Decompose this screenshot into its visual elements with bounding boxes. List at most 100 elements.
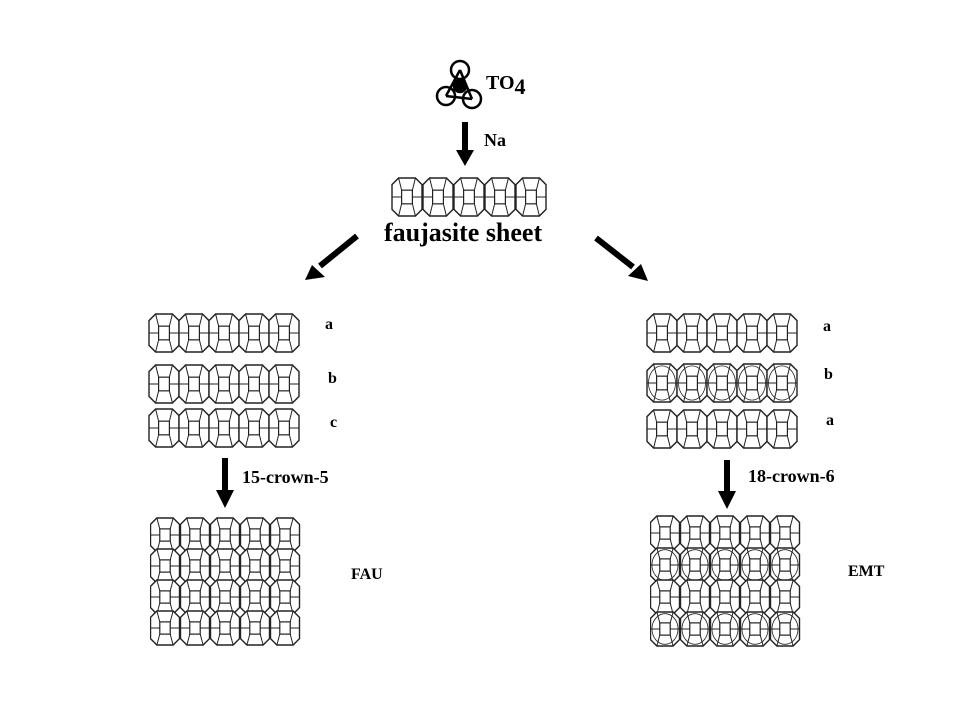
sodalite-cage (208, 313, 240, 353)
sodalite-cage (150, 548, 181, 584)
sodalite-cage (269, 548, 301, 584)
sodalite-cage (391, 177, 423, 217)
faujasite-sheet-structure (391, 177, 547, 217)
sodalite-cage (646, 363, 678, 403)
sodalite-cage (209, 579, 241, 615)
sodalite-cage (766, 313, 798, 353)
sodalite-cage (736, 313, 768, 353)
arrow-down-left (216, 458, 234, 508)
sodalite-cage (269, 579, 301, 615)
sodalite-cage (739, 515, 771, 551)
sodalite-cage (268, 313, 300, 353)
sodalite-cage (148, 408, 180, 448)
sodalite-cage (148, 364, 180, 404)
sodalite-cage (739, 579, 771, 615)
sodalite-cage (150, 610, 181, 646)
sodalite-cage (736, 409, 768, 449)
sodalite-cage (709, 547, 741, 583)
sodalite-cage (736, 363, 768, 403)
sodalite-cage (268, 408, 300, 448)
sheet-label: faujasite sheet (384, 218, 543, 247)
left-layer-a (148, 313, 300, 353)
sodalite-cage (650, 515, 681, 551)
left-layer-label-3: c (330, 414, 338, 431)
sodalite-cage (709, 579, 741, 615)
sodalite-cage (238, 408, 270, 448)
sodalite-cage (178, 408, 210, 448)
sodalite-cage (239, 579, 271, 615)
sodalite-cage (679, 515, 711, 551)
right-layer-b (646, 363, 798, 403)
sodalite-cage (209, 610, 241, 646)
sodalite-cage (769, 611, 801, 647)
sodalite-cage (238, 313, 270, 353)
arrow-diag-right (594, 235, 648, 281)
sodalite-cage (422, 177, 454, 217)
sodalite-cage (766, 363, 798, 403)
sodalite-cage (709, 611, 741, 647)
sodalite-cage (179, 548, 211, 584)
sodalite-cage (766, 409, 798, 449)
tetrahedron-icon (435, 59, 483, 110)
precursor-label: TO4 (486, 72, 526, 99)
left-template-label: 15-crown-5 (242, 467, 329, 487)
sodalite-cage (709, 515, 741, 551)
sodalite-cage (239, 548, 271, 584)
sodalite-cage (150, 517, 181, 553)
sodalite-cage (650, 611, 681, 647)
sodalite-cage (646, 409, 678, 449)
sodalite-cage (150, 579, 181, 615)
sodalite-cage (179, 517, 211, 553)
reagent-label: Na (484, 130, 506, 150)
sodalite-cage (679, 547, 711, 583)
sodalite-cage (739, 611, 771, 647)
sodalite-cage (769, 579, 801, 615)
left-layer-c (148, 408, 300, 448)
sodalite-cage (239, 517, 271, 553)
emt-framework (650, 515, 801, 647)
arrow-down-right (718, 460, 736, 509)
left-layer-b (148, 364, 300, 404)
sodalite-cage (739, 547, 771, 583)
sodalite-cage (706, 313, 738, 353)
right-layer-a2 (646, 409, 798, 449)
sodalite-cage (179, 579, 211, 615)
sodalite-cage (208, 364, 240, 404)
sodalite-cage (484, 177, 516, 217)
sodalite-cage (148, 313, 180, 353)
right-layer-label-1: a (823, 318, 831, 335)
arrow-down-sheet (456, 122, 474, 166)
sodalite-cage (676, 313, 708, 353)
sodalite-cage (268, 364, 300, 404)
fau-framework (150, 517, 301, 646)
right-layer-label-2: b (824, 366, 833, 383)
sodalite-cage (453, 177, 485, 217)
sodalite-cage (208, 408, 240, 448)
sodalite-cage (706, 409, 738, 449)
sodalite-cage (239, 610, 271, 646)
sodalite-cage (769, 547, 801, 583)
product-label-emt: EMT (848, 563, 885, 580)
sodalite-cage (769, 515, 801, 551)
left-layer-label-1: a (325, 316, 333, 333)
sodalite-cage (650, 579, 681, 615)
product-label-fau: FAU (351, 566, 383, 583)
sodalite-cage (269, 517, 301, 553)
sodalite-cage (515, 177, 547, 217)
sodalite-cage (679, 579, 711, 615)
left-layer-label-2: b (328, 370, 337, 387)
right-layer-a (646, 313, 798, 353)
sodalite-cage (676, 363, 708, 403)
sodalite-cage (179, 610, 211, 646)
arrow-diag-left (305, 233, 359, 280)
sodalite-cage (209, 517, 241, 553)
sodalite-cage (646, 313, 678, 353)
sodalite-cage (178, 364, 210, 404)
sodalite-cage (706, 363, 738, 403)
sodalite-cage (178, 313, 210, 353)
sodalite-cage (676, 409, 708, 449)
sodalite-cage (238, 364, 270, 404)
right-layer-label-3: a (826, 412, 834, 429)
sodalite-cage (269, 610, 301, 646)
